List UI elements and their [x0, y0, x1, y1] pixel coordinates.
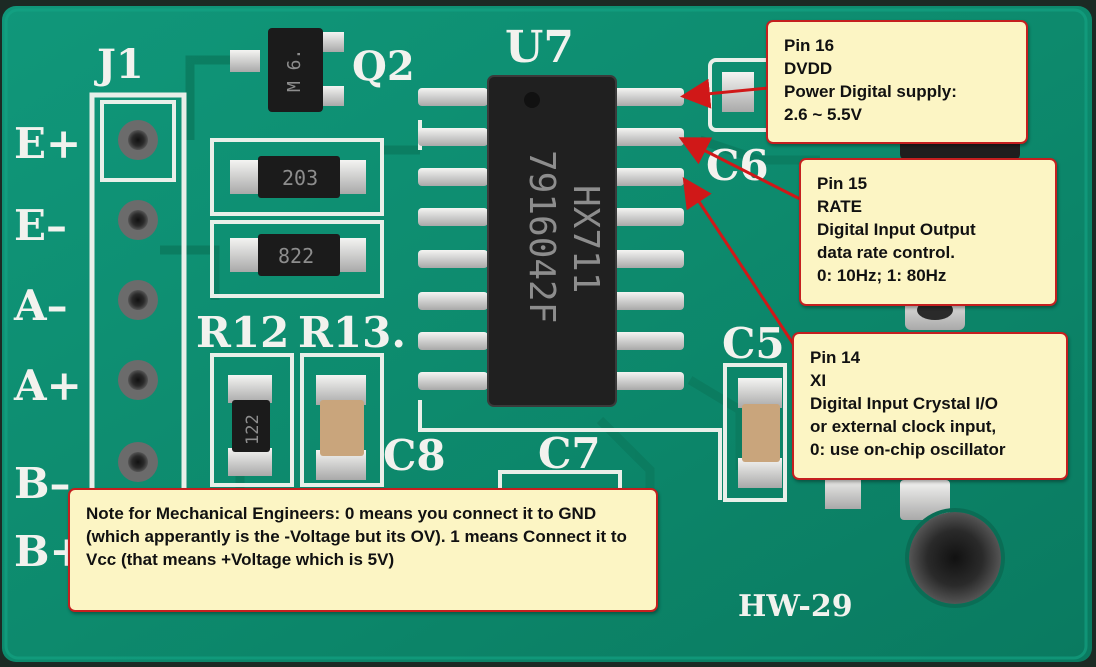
- label-c8: C8: [383, 431, 446, 480]
- pin15-line-1: Pin 15: [817, 174, 868, 193]
- label-r12: R12: [196, 308, 289, 357]
- label-c7: C7: [538, 429, 601, 478]
- label-a-minus: A–: [13, 281, 68, 330]
- arrow-pin16: [680, 78, 769, 109]
- callout-pin15: Pin 15 RATE Digital Input Output data ra…: [799, 158, 1057, 306]
- pin14-line-2: XI: [810, 371, 827, 390]
- arrow-pin15: [678, 137, 803, 202]
- label-q2: Q2: [352, 43, 415, 90]
- pin14-line-4: or external clock input,: [810, 417, 997, 436]
- resistor-822: 822: [230, 234, 366, 276]
- note-text: Note for Mechanical Engineers: 0 means y…: [86, 504, 627, 569]
- capacitor-c5: [738, 378, 782, 488]
- label-model: HW-29: [738, 589, 853, 624]
- label-e-plus: E+: [14, 119, 81, 168]
- chip-right-pins: [612, 88, 684, 390]
- resistor-822-label: 822: [278, 244, 314, 268]
- chip-left-pins: [418, 88, 488, 390]
- label-c5: C5: [722, 319, 785, 368]
- pin15-line-4: data rate control.: [817, 243, 955, 262]
- resistor-203: 203: [230, 156, 366, 198]
- pin16-line-3: Power Digital supply:: [784, 82, 957, 101]
- pin14-line-1: Pin 14: [810, 348, 861, 367]
- mounting-hole: [909, 512, 1001, 604]
- pin16-line-4: 2.6 ~ 5.5V: [784, 105, 862, 124]
- callout-pin14: Pin 14 XI Digital Input Crystal I/O or e…: [792, 332, 1068, 480]
- pin16-line-1: Pin 16: [784, 36, 835, 55]
- callout-pin16: Pin 16 DVDD Power Digital supply: 2.6 ~ …: [766, 20, 1028, 144]
- pin15-line-2: RATE: [817, 197, 863, 216]
- resistor-122-label: 122: [243, 414, 263, 445]
- capacitor-r13: [316, 375, 366, 480]
- label-e-minus: E–: [14, 201, 67, 250]
- resistor-203-label: 203: [282, 166, 318, 190]
- chip-code: 7916042F: [521, 150, 562, 323]
- transistor-q2: M 6.: [230, 28, 344, 112]
- pin14-line-3: Digital Input Crystal I/O: [810, 394, 998, 413]
- chip-hx711: HX711 7916042F: [418, 75, 684, 407]
- label-r13: R13.: [298, 308, 406, 357]
- note-mechanical-engineers: Note for Mechanical Engineers: 0 means y…: [68, 488, 658, 612]
- arrow-pin14: [682, 176, 796, 346]
- pin14-line-5: 0: use on-chip oscillator: [810, 440, 1006, 459]
- label-b-minus: B–: [14, 459, 71, 508]
- annotation-arrows: [678, 78, 803, 346]
- label-j1: J1: [94, 41, 144, 88]
- q2-marking: M 6.: [284, 49, 305, 92]
- chip-name: HX711: [565, 185, 606, 293]
- pin15-line-5: 0: 10Hz; 1: 80Hz: [817, 266, 947, 285]
- label-a-plus: A+: [13, 361, 82, 410]
- pin16-line-2: DVDD: [784, 59, 833, 78]
- label-u7: U7: [505, 22, 574, 73]
- resistor-122: 122: [228, 375, 272, 476]
- pin15-line-3: Digital Input Output: [817, 220, 976, 239]
